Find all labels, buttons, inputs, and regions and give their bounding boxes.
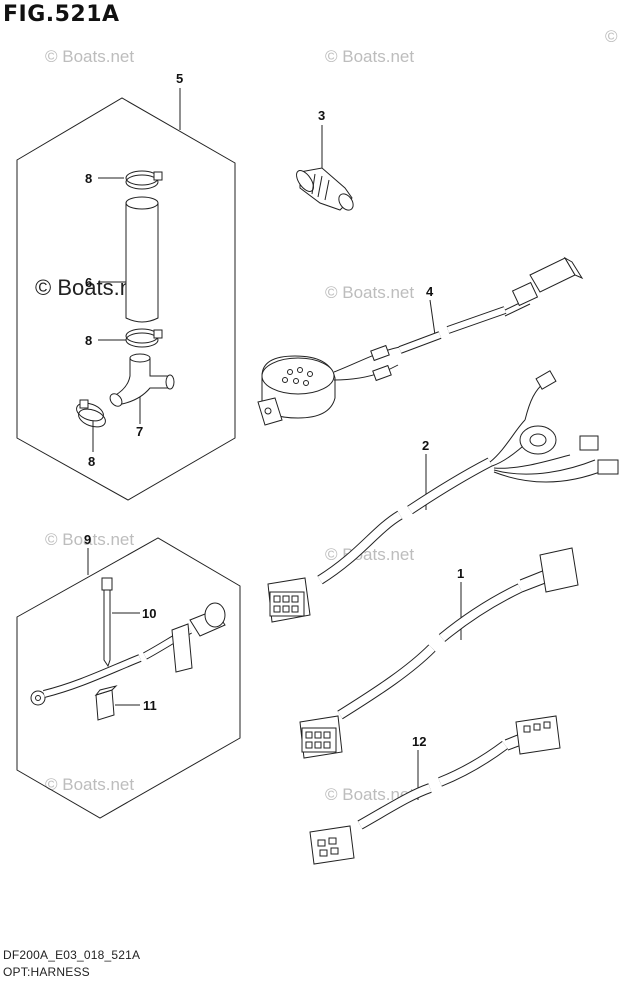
callout-3: 3 [318, 108, 325, 123]
watermark-text: © Boats.net [605, 27, 619, 46]
callout-11: 11 [143, 698, 157, 713]
part-1-harness [299, 547, 579, 759]
kit-5-frame [16, 97, 236, 501]
figure-title: FIG.521A [3, 2, 120, 27]
callout-8: 8 [85, 171, 92, 186]
kit-9-ground-lead [30, 602, 226, 706]
callout-2: 2 [422, 438, 429, 453]
part-11-block [94, 685, 118, 721]
watermark-text: © Boats.net [45, 530, 134, 549]
callout-1: 1 [457, 566, 464, 581]
callout-9: 9 [84, 532, 91, 547]
callout-6: 6 [85, 275, 92, 290]
callout-10: 10 [142, 606, 156, 621]
figure-subtitle: OPT:HARNESS [3, 965, 90, 979]
part-3-grommet [296, 167, 354, 211]
part-8-clamp-low [76, 399, 106, 428]
callout-5: 5 [176, 71, 183, 86]
figure-code: DF200A_E03_018_521A [3, 948, 141, 962]
part-8-clamp-mid [125, 328, 163, 348]
callout-7: 7 [136, 424, 143, 439]
part-4-buzzer-harness [257, 256, 584, 426]
part-10-cable-tie [101, 577, 113, 668]
part-12-adapter [309, 715, 561, 865]
watermark-text: © Boats.net [45, 47, 134, 66]
callout-8: 8 [88, 454, 95, 469]
callout-4: 4 [426, 284, 434, 299]
part-8-clamp-top [125, 170, 163, 190]
callout-12: 12 [412, 734, 426, 749]
watermark-text: © Boats.net [325, 785, 414, 804]
part-7-elbow [109, 353, 175, 407]
kit-9-frame [16, 537, 241, 819]
watermarks: © Boats.net © Boats.net © Boats.net © Bo… [35, 27, 619, 804]
part-6-hose [125, 196, 159, 323]
part-2-harness [267, 370, 619, 623]
watermark-text: © Boats.net [45, 775, 134, 794]
leader-lines [87, 88, 462, 800]
callout-8: 8 [85, 333, 92, 348]
callout-numbers: 5 3 8 6 8 7 8 4 2 9 10 11 1 12 [84, 71, 464, 749]
watermark-text: © Boats.net [325, 283, 414, 302]
watermark-text: © Boats.net [325, 47, 414, 66]
